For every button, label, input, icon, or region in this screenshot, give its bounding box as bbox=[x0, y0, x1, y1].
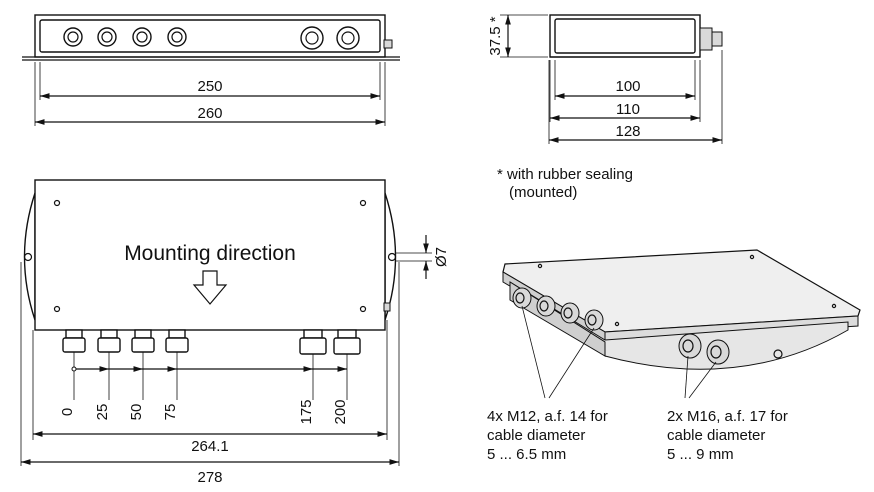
end-view: 37.5 * 100 110 128 bbox=[487, 14, 723, 144]
m16-gland-top bbox=[333, 329, 361, 355]
m16-callout-line2: cable diameter bbox=[667, 427, 765, 444]
m12-gland-persp bbox=[560, 302, 580, 324]
m12-gland-persp bbox=[536, 295, 556, 317]
m12-gland-persp bbox=[512, 287, 532, 309]
top-view: Mounting direction Ø7 0 25 50 75 175 200 bbox=[20, 179, 450, 486]
m12-gland-top bbox=[97, 329, 121, 353]
ground-screw-icon bbox=[773, 349, 783, 359]
m12-gland-side bbox=[97, 27, 117, 47]
m16-gland-side bbox=[336, 26, 360, 50]
m12-gland-side bbox=[132, 27, 152, 47]
mounting-direction-label: Mounting direction bbox=[124, 242, 296, 265]
hole-diameter-label: Ø7 bbox=[433, 247, 450, 267]
m16-gland-side bbox=[300, 26, 324, 50]
arrow-down-icon bbox=[192, 270, 228, 305]
dim-label-264-1: 264.1 bbox=[191, 438, 229, 455]
m12-gland-persp bbox=[584, 309, 604, 331]
m12-gland-top bbox=[131, 329, 155, 353]
position-label: 175 bbox=[298, 399, 315, 424]
side-view: 250 260 bbox=[22, 14, 400, 126]
mounting-hole bbox=[387, 252, 397, 262]
m12-callout-line1: 4x M12, a.f. 14 for bbox=[487, 408, 608, 425]
m12-gland-side bbox=[167, 27, 187, 47]
dim-label-250: 250 bbox=[197, 78, 222, 95]
perspective-view bbox=[502, 249, 861, 399]
position-label: 25 bbox=[94, 404, 111, 421]
m16-gland-persp bbox=[706, 339, 730, 365]
m16-gland-persp bbox=[678, 333, 702, 359]
m12-callout-line2: cable diameter bbox=[487, 427, 585, 444]
dim-label-37-5: 37.5 * bbox=[487, 16, 504, 55]
m16-callout-line3: 5 ... 9 mm bbox=[667, 446, 734, 463]
position-label: 50 bbox=[128, 404, 145, 421]
mounting-hole bbox=[23, 252, 33, 262]
dim-label-128: 128 bbox=[615, 123, 640, 140]
m16-gland-top bbox=[299, 329, 327, 355]
m12-callout-line3: 5 ... 6.5 mm bbox=[487, 446, 566, 463]
dim-label-100: 100 bbox=[615, 78, 640, 95]
dim-label-278: 278 bbox=[197, 469, 222, 486]
m12-gland-top bbox=[165, 329, 189, 353]
position-label: 75 bbox=[162, 404, 179, 421]
m12-gland-top bbox=[62, 329, 86, 353]
dim-label-110: 110 bbox=[616, 101, 640, 118]
dim-label-260: 260 bbox=[197, 105, 222, 122]
note-rubber-sealing: * with rubber sealing bbox=[497, 166, 633, 183]
m16-callout-line1: 2x M16, a.f. 17 for bbox=[667, 408, 788, 425]
position-label: 200 bbox=[332, 399, 349, 424]
note-mounted: (mounted) bbox=[509, 184, 577, 201]
position-label: 0 bbox=[59, 408, 76, 416]
m12-gland-side bbox=[63, 27, 83, 47]
